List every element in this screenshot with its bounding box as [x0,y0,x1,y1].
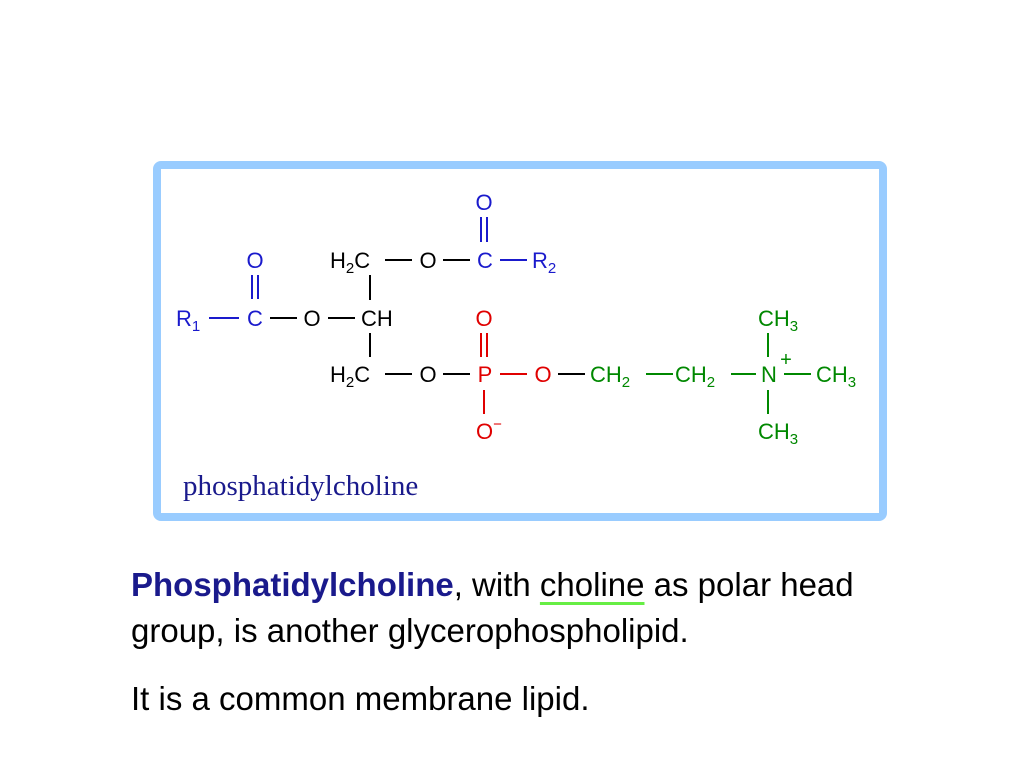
atom-o-top-ester: O [419,248,436,273]
paragraph-membrane-lipid: It is a common membrane lipid. [131,680,590,717]
phosphatidylcholine-structure: O H2C O C R2 O R1 C O CH O CH3 H2C O P O… [153,161,887,521]
atom-labels: O H2C O C R2 O R1 C O CH O CH3 H2C O P O… [176,190,856,448]
atom-ch-center: CH [361,306,393,331]
atom-ch2-a: CH2 [590,362,630,391]
atom-ch2-b: CH2 [675,362,715,391]
diagram-caption: phosphatidylcholine [183,470,419,502]
atom-c-top-carbonyl: C [477,248,493,273]
atom-ch3-top: CH3 [758,306,798,335]
paragraph-text-rest: as polar head group, is another glycerop… [131,566,854,649]
term-phosphatidylcholine: Phosphatidylcholine [131,566,454,603]
atom-p: P [478,362,493,387]
atom-c-left-carbonyl: C [247,306,263,331]
atom-o-p-double: O [475,306,492,331]
atom-ch3-right: CH3 [816,362,856,391]
atom-r2: R2 [532,248,556,277]
atom-h2c-top: H2C [330,248,370,277]
atom-o-left-ester: O [303,306,320,331]
diagram-frame [153,161,887,521]
atom-o-p-minus: O− [476,416,502,444]
atom-h2c-bottom: H2C [330,362,370,391]
term-choline: choline [539,566,645,603]
atom-r1: R1 [176,306,200,335]
atom-o-top-carbonyl: O [475,190,492,215]
atom-o-left-carbonyl: O [246,248,263,273]
paragraph-description: Phosphatidylcholine, with choline as pol… [131,562,931,654]
atom-ch3-bottom: CH3 [758,419,798,448]
paragraph-text-part: , with [453,566,540,603]
bonds [209,217,811,414]
atom-n: N [761,362,777,387]
atom-o-phosphate-link: O [419,362,436,387]
charge-plus: + [780,349,792,371]
atom-o-choline: O [534,362,551,387]
